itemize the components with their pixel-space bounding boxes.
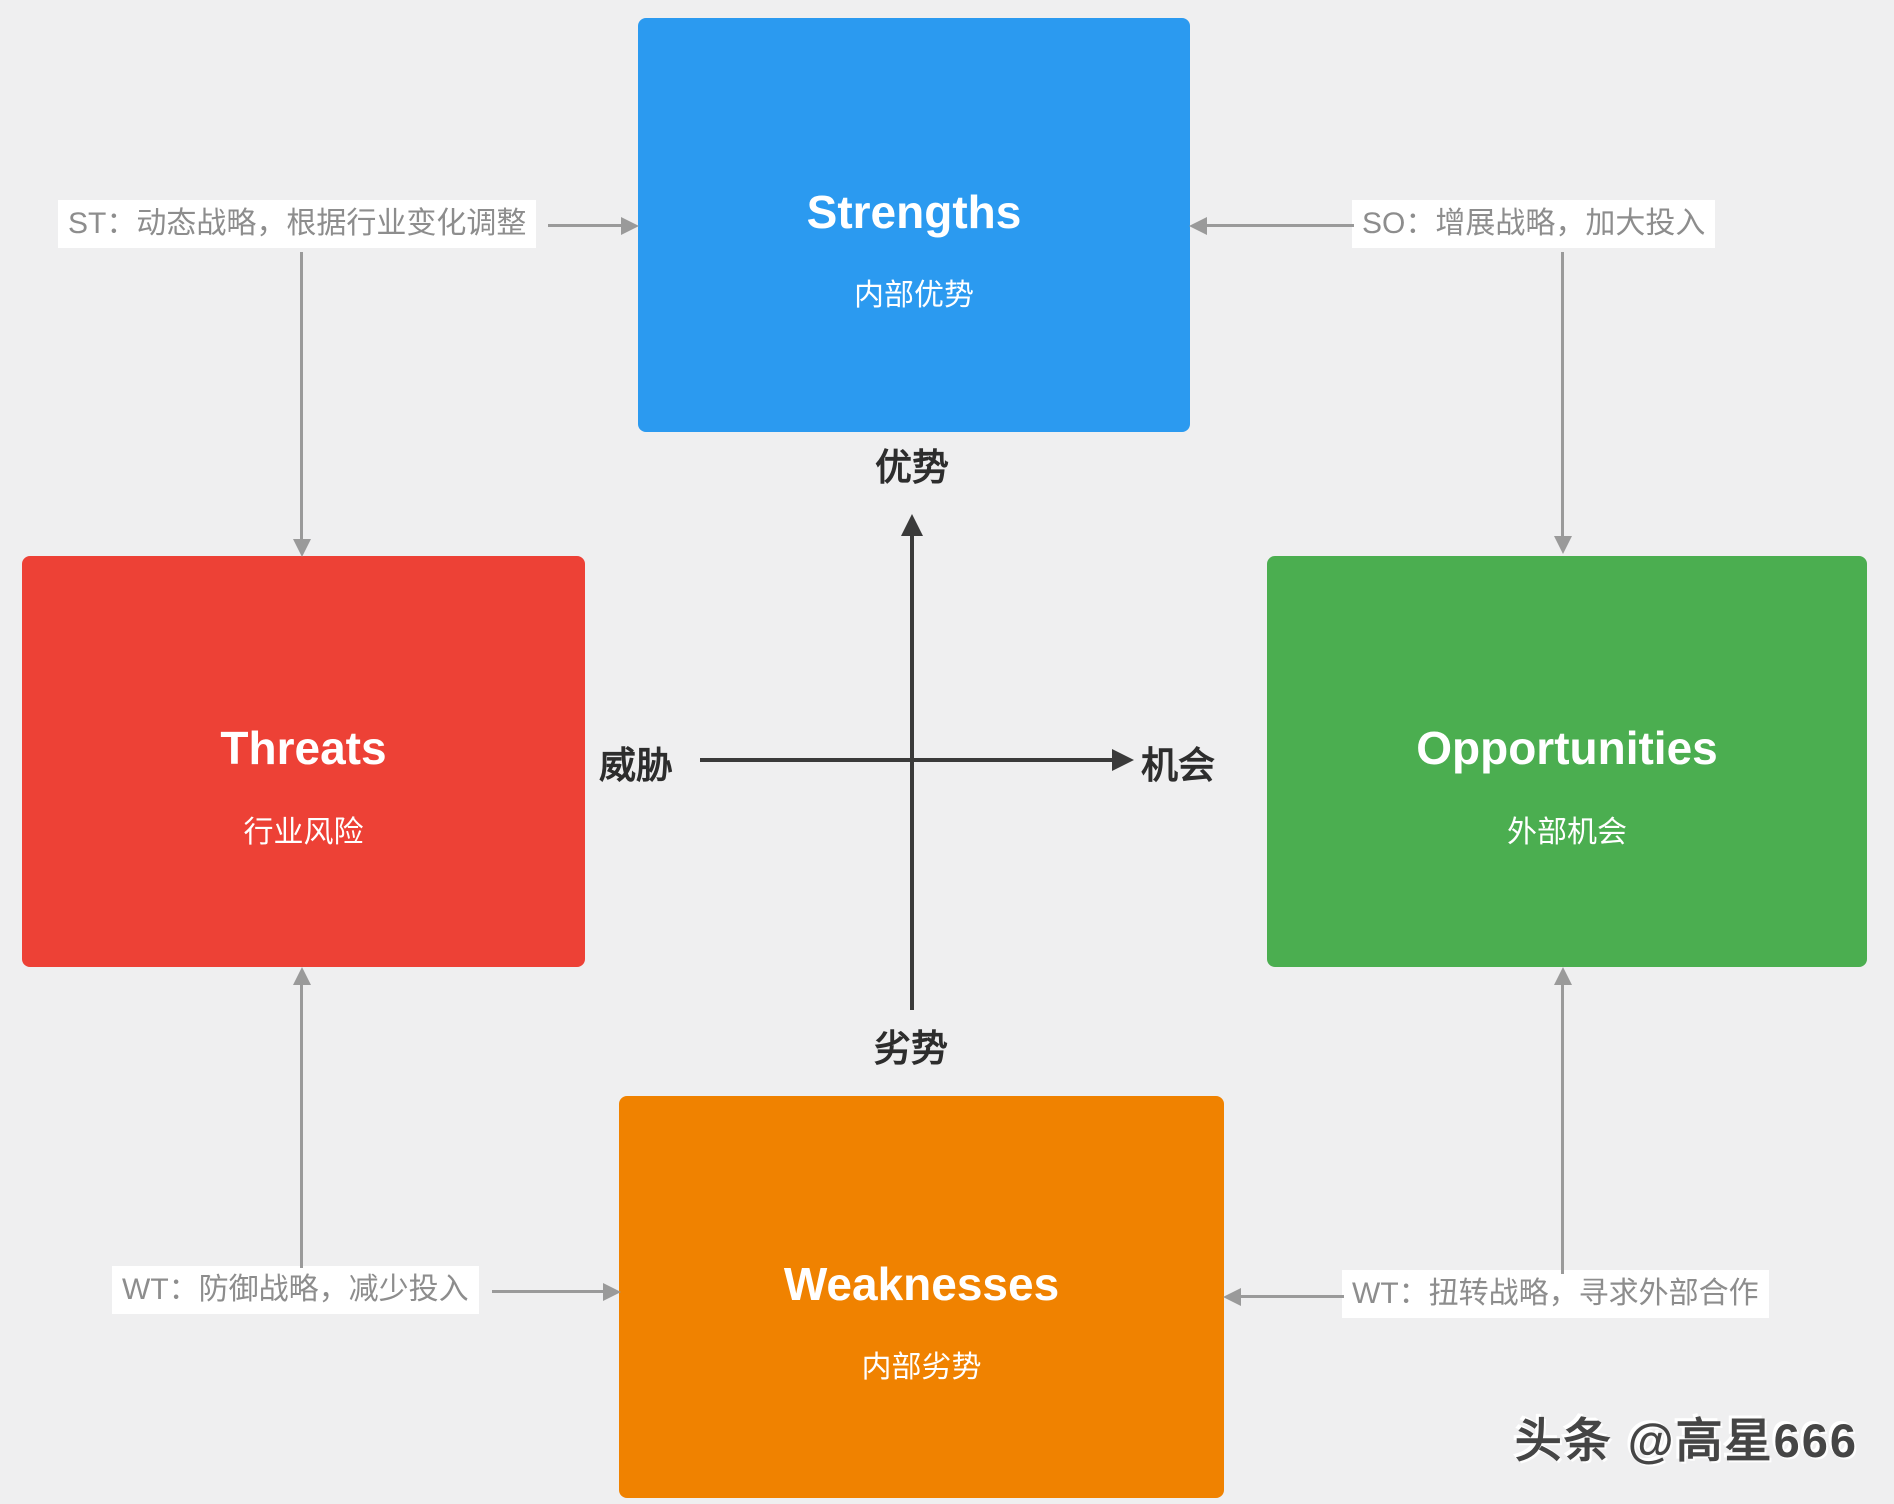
arrow-wt-to-threats <box>292 967 311 1268</box>
threats-subtitle: 行业风险 <box>243 815 364 849</box>
axis-vertical-line <box>901 514 923 1010</box>
arrow-st-to-strengths <box>548 216 639 235</box>
axis-horizontal-line <box>700 749 1134 771</box>
left-arrowhead-icon <box>1189 216 1207 235</box>
strengths-title: Strengths <box>806 185 1022 238</box>
opportunities-subtitle: 外部机会 <box>1507 815 1627 849</box>
up-arrowhead-icon <box>1553 967 1572 985</box>
axis-label-left: 威胁 <box>599 745 673 786</box>
right-arrowhead-icon <box>621 216 639 235</box>
strategy-label-wt-defensive: WT：防御战略，减少投入 <box>112 1266 479 1314</box>
arrow-st-to-threats <box>292 252 311 557</box>
opportunities-title: Opportunities <box>1416 722 1718 775</box>
axis-up-arrowhead-icon <box>901 514 923 536</box>
axis-right-arrowhead-icon <box>1112 749 1134 771</box>
arrow-so-to-strengths <box>1189 216 1354 235</box>
up-arrowhead-icon <box>292 967 311 985</box>
down-arrowhead-icon <box>292 539 311 557</box>
strengths-box: Strengths 内部优势 <box>638 18 1190 432</box>
down-arrowhead-icon <box>1553 536 1572 554</box>
weaknesses-title: Weaknesses <box>783 1257 1060 1310</box>
threats-title: Threats <box>220 722 387 775</box>
arrow-wt-to-weaknesses-right <box>1223 1287 1344 1306</box>
weaknesses-box: Weaknesses 内部劣势 <box>619 1096 1224 1498</box>
strategy-label-wt-turnaround: WT：扭转战略，寻求外部合作 <box>1342 1270 1769 1318</box>
weaknesses-subtitle: 内部劣势 <box>861 1351 982 1385</box>
watermark: 头条 @高星666 <box>1514 1414 1858 1467</box>
arrow-wt-to-opportunities <box>1553 967 1572 1274</box>
axis-label-right: 机会 <box>1141 745 1215 786</box>
strengths-subtitle: 内部优势 <box>854 279 974 313</box>
strategy-label-st: ST：动态战略，根据行业变化调整 <box>58 200 537 248</box>
axis-label-top: 优势 <box>875 447 949 488</box>
strategy-label-so: SO：增展战略，加大投入 <box>1352 200 1716 248</box>
opportunities-box: Opportunities 外部机会 <box>1267 556 1867 967</box>
arrow-so-to-opportunities <box>1553 252 1572 554</box>
axis-label-bottom: 劣势 <box>874 1028 948 1069</box>
arrow-wt-to-weaknesses-left <box>492 1282 621 1301</box>
threats-box: Threats 行业风险 <box>22 556 585 967</box>
left-arrowhead-icon <box>1223 1287 1241 1306</box>
right-arrowhead-icon <box>603 1282 621 1301</box>
